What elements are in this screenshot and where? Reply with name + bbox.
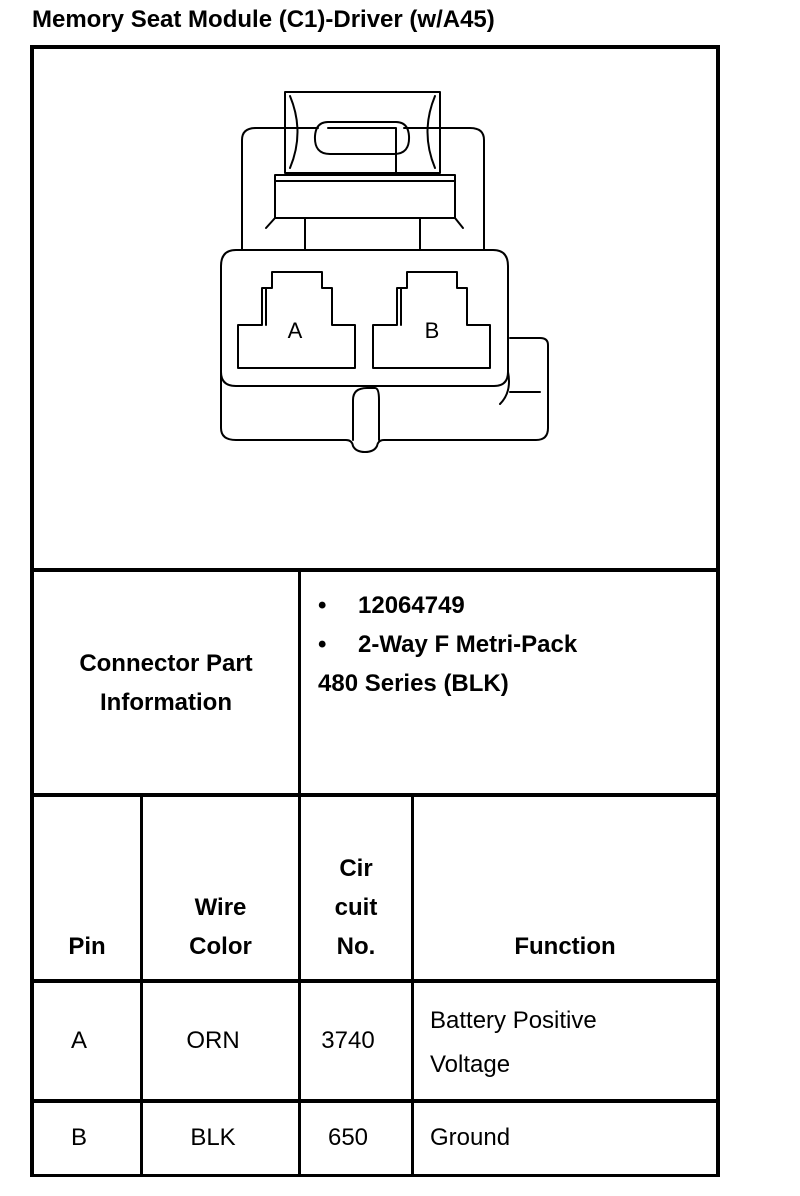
latch-outline (284, 91, 441, 174)
header-pin: Pin (68, 933, 106, 960)
divider-diagram-bottom (30, 568, 720, 572)
part-number-row: • 12064749 (318, 586, 577, 625)
row-a-pin: A (70, 1027, 87, 1054)
body-upper-outline (220, 249, 509, 387)
frame-bottom-border (30, 1174, 720, 1177)
header-wire-color: Wire Color (143, 888, 298, 966)
part-info-details: • 12064749 • 2-Way F Metri-Pack 480 Series… (318, 586, 577, 703)
header-function: Function (514, 933, 616, 960)
part-info-column-divider (298, 568, 301, 797)
header-circuit: Cir cuit No. (301, 849, 411, 966)
description-line2: 480 Series (BLK) (318, 670, 509, 697)
part-info-heading-line2: Information (100, 689, 232, 716)
row-b-wire-color: BLK (190, 1124, 236, 1151)
latch-right-curve (426, 95, 436, 169)
circuit-column-divider (411, 793, 414, 1177)
bullet-icon: • (318, 592, 327, 619)
row-a-wire-color: ORN (186, 1027, 240, 1054)
description-row: • 2-Way F Metri-Pack (318, 625, 577, 664)
part-info-heading-line1: Connector Part (79, 650, 253, 677)
pin-column-divider (140, 793, 143, 1177)
bullet-icon: • (318, 631, 327, 658)
part-number: 12064749 (358, 592, 465, 619)
cavity-a-label: A (288, 318, 303, 343)
latch-left-curve (289, 95, 299, 169)
latch-inner-rect (327, 127, 397, 174)
frame-right-border (716, 45, 720, 1176)
body-lower-outline (220, 337, 549, 453)
header-wire-color-line2: Color (189, 933, 252, 960)
divider-row-a-bottom (30, 1099, 720, 1103)
row-a-function-line2: Voltage (430, 1051, 511, 1078)
part-info-heading: Connector Part Information (34, 644, 298, 722)
row-a-function: Battery Positive Voltage (430, 999, 597, 1087)
frame-left-border (30, 45, 34, 1176)
divider-part-info-bottom (30, 793, 720, 797)
page-title: Memory Seat Module (C1)-Driver (w/A45) (32, 6, 495, 33)
frame-top-border (30, 45, 720, 49)
header-circuit-line2: cuit (334, 894, 378, 921)
cavity-b-outline (372, 271, 491, 369)
row-a-function-line1: Battery Positive (430, 1007, 597, 1034)
wire-color-column-divider (298, 793, 301, 1177)
header-circuit-line1: Cir (339, 855, 373, 882)
row-b-circuit: 650 (327, 1124, 369, 1151)
shroud-upper-right (403, 127, 485, 251)
shroud-upper (241, 127, 319, 251)
cavity-a-outline (237, 271, 356, 369)
row-b-pin: B (70, 1124, 87, 1151)
lock-bar-right-tick (454, 217, 464, 229)
header-wire-color-line1: Wire (194, 894, 247, 921)
latch-inner-tab (313, 121, 411, 155)
row-b-function: Ground (430, 1124, 511, 1151)
description-line1: 2-Way F Metri-Pack (358, 631, 578, 658)
cavity-b-label: B (425, 318, 440, 343)
lock-bar-left-tick (265, 217, 276, 229)
divider-header-bottom (30, 979, 720, 983)
body-lower-notch (352, 387, 380, 441)
connector-face-drawing: A B (220, 91, 549, 453)
body-right-flange (499, 371, 510, 405)
row-a-circuit: 3740 (321, 1027, 375, 1054)
header-circuit-line3: No. (336, 933, 376, 960)
